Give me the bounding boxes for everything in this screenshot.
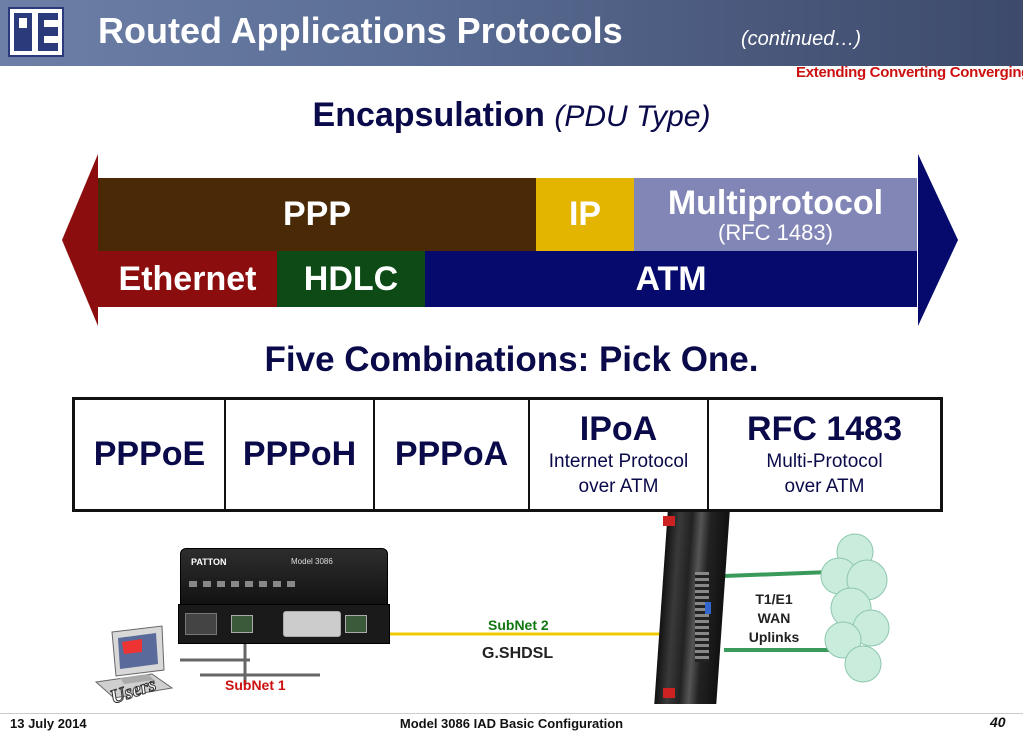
combo-desc-line1: Internet Protocol bbox=[548, 451, 689, 472]
slide-title: Routed Applications Protocols bbox=[98, 10, 623, 51]
right-arrow-icon bbox=[918, 154, 958, 326]
encapsulation-heading-bold: Encapsulation bbox=[312, 96, 545, 134]
subnet1-label: SubNet 1 bbox=[225, 677, 286, 693]
ethernet-port bbox=[231, 615, 253, 633]
combo-desc-line2: over ATM bbox=[784, 476, 865, 497]
dsl-port bbox=[345, 615, 367, 633]
combo-cell-pppoe: PPPoE bbox=[75, 400, 226, 509]
combo-cell-pppoa: PPPoA bbox=[375, 400, 530, 509]
wan-label: T1/E1 WAN Uplinks bbox=[744, 590, 804, 647]
ip-label: IP bbox=[568, 195, 602, 233]
combo-cell-ipoa: IPoA Internet Protocol over ATM bbox=[530, 400, 709, 509]
footer-bar bbox=[0, 713, 1023, 731]
ppp-label: PPP bbox=[282, 195, 352, 233]
combo-title: PPPoH bbox=[242, 435, 357, 473]
company-logo bbox=[8, 7, 64, 57]
combinations-table: PPPoE PPPoH PPPoA IPoA Internet Protocol… bbox=[72, 397, 943, 512]
ethernet-label: Ethernet bbox=[118, 259, 257, 298]
subnet2-label: SubNet 2 bbox=[488, 617, 549, 633]
combo-desc-line1: Multi-Protocol bbox=[766, 451, 883, 472]
hdlc-layer: HDLC bbox=[277, 251, 425, 307]
combo-cell-rfc1483: RFC 1483 Multi-Protocol over ATM bbox=[709, 400, 940, 509]
combo-title: PPPoE bbox=[93, 435, 206, 473]
device-model: Model 3086 bbox=[291, 557, 333, 566]
ip-layer: IP bbox=[536, 178, 634, 251]
iad-device-rear bbox=[178, 604, 390, 644]
ethernet-layer: Ethernet bbox=[98, 251, 277, 307]
page-number: 40 bbox=[990, 714, 1006, 730]
hdlc-label: HDLC bbox=[303, 259, 399, 298]
multiprotocol-sublabel: (RFC 1483) bbox=[718, 219, 833, 245]
slide-subtitle: (continued…) bbox=[741, 28, 862, 50]
line-card bbox=[654, 512, 730, 704]
multiprotocol-label: Multiprotocol bbox=[667, 183, 884, 222]
combo-title: RFC 1483 bbox=[747, 410, 902, 448]
atm-layer: ATM bbox=[425, 251, 917, 307]
wan-label-line2: WAN bbox=[757, 610, 791, 626]
combo-title: PPPoA bbox=[394, 435, 509, 473]
encapsulation-heading-italic: (PDU Type) bbox=[554, 100, 711, 133]
power-port bbox=[185, 613, 217, 635]
wan-label-line1: T1/E1 bbox=[755, 591, 793, 607]
combo-cell-pppoh: PPPoH bbox=[226, 400, 375, 509]
iad-device: PATTON Model 3086 bbox=[180, 548, 388, 608]
multiprotocol-layer: Multiprotocol (RFC 1483) bbox=[634, 178, 917, 251]
device-brand: PATTON bbox=[191, 557, 227, 567]
left-arrow-icon bbox=[62, 154, 98, 326]
title-bar bbox=[0, 0, 1023, 66]
computer-icon bbox=[94, 625, 174, 699]
device-leds bbox=[189, 581, 379, 589]
combo-desc-line2: over ATM bbox=[578, 476, 659, 497]
gshdsl-label: G.SHDSL bbox=[482, 645, 554, 662]
ppp-layer: PPP bbox=[98, 178, 536, 251]
footer-title: Model 3086 IAD Basic Configuration bbox=[399, 716, 624, 731]
footer-date: 13 July 2014 bbox=[10, 716, 87, 731]
combo-title: IPoA bbox=[579, 410, 658, 448]
tagline: Extending Converting Converging bbox=[796, 64, 1023, 81]
wan-cloud-icon bbox=[820, 533, 890, 683]
network-diagram bbox=[180, 570, 831, 685]
wan-label-line3: Uplinks bbox=[748, 629, 800, 645]
encapsulation-heading: Encapsulation (PDU Type) bbox=[0, 96, 1023, 135]
combinations-heading: Five Combinations: Pick One. bbox=[264, 340, 759, 379]
atm-label: ATM bbox=[635, 259, 707, 298]
serial-port bbox=[283, 611, 341, 637]
